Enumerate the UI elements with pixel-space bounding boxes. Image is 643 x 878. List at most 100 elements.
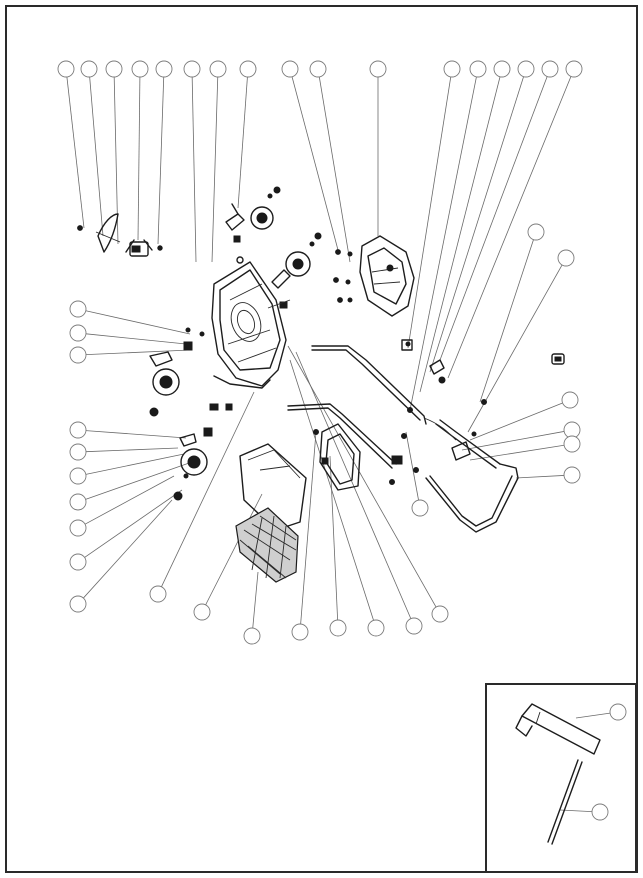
- callout-bubble: [493, 60, 511, 78]
- callout-bubble: [329, 619, 347, 637]
- callout-bubble: [563, 435, 581, 453]
- callout-bubble: [69, 421, 87, 439]
- callout-c35: [193, 493, 263, 621]
- leader-line: [318, 76, 351, 263]
- tommy-bar: [547, 759, 583, 845]
- callout-c24: [69, 300, 191, 335]
- callout-bubble: [69, 595, 87, 613]
- leader-line: [191, 76, 197, 263]
- callout-bubble: [527, 223, 545, 241]
- callout-bubble: [469, 60, 487, 78]
- callout-c3: [105, 60, 123, 245]
- leader-line: [409, 76, 477, 411]
- callout-c20: [469, 391, 579, 441]
- callout-c44: [559, 803, 609, 821]
- callout-bubble: [443, 60, 461, 78]
- leader-line: [85, 453, 185, 475]
- leader-line: [447, 76, 572, 379]
- front-wheel-lower: [173, 403, 233, 501]
- leader-line: [85, 310, 191, 335]
- callout-bubble: [69, 553, 87, 571]
- leader-line: [559, 809, 593, 813]
- callout-c43: [575, 703, 627, 721]
- leader-line: [66, 76, 85, 229]
- callout-c12: [407, 60, 461, 349]
- callout-c30: [69, 461, 193, 511]
- leader-line: [157, 76, 165, 245]
- leader-line: [84, 475, 175, 525]
- callout-bubble: [209, 60, 227, 78]
- callout-c17: [447, 60, 583, 379]
- leader-line: [300, 431, 317, 625]
- leader-line: [515, 475, 565, 479]
- callout-bubble: [69, 324, 87, 342]
- callout-bubble: [561, 391, 579, 409]
- leader-line: [429, 76, 524, 373]
- callout-c40: [295, 351, 423, 635]
- leader-line: [161, 391, 255, 587]
- leader-line: [329, 455, 339, 621]
- callout-bubble: [281, 60, 299, 78]
- callout-bubble: [557, 249, 575, 267]
- rear-flap: [313, 423, 361, 491]
- callout-c13: [409, 60, 487, 411]
- callout-c4: [131, 60, 149, 241]
- callout-c21: [461, 421, 581, 451]
- leader-line: [289, 359, 374, 621]
- grass-bag: [235, 507, 299, 583]
- callout-bubble: [243, 627, 261, 645]
- callout-bubble: [57, 60, 75, 78]
- callout-c18: [479, 223, 545, 403]
- callout-c42: [405, 431, 429, 517]
- callout-c6: [183, 60, 201, 263]
- callout-c28: [69, 443, 179, 461]
- leader-line: [295, 351, 412, 619]
- rear-wheel-right: [267, 232, 322, 309]
- callout-bubble: [591, 803, 609, 821]
- cable-clip: [551, 353, 565, 365]
- callout-c11: [369, 60, 387, 236]
- callout-bubble: [367, 619, 385, 637]
- callout-bubble: [69, 493, 87, 511]
- callout-c34: [149, 391, 255, 603]
- callout-c15: [429, 60, 535, 373]
- callout-c32: [69, 489, 183, 571]
- leader-line: [469, 444, 565, 461]
- callout-c23: [515, 466, 581, 484]
- callout-c7: [209, 60, 227, 263]
- handle-fasteners: [389, 339, 446, 485]
- callout-c9: [281, 60, 339, 251]
- mower-deck: [211, 261, 287, 389]
- callout-bubble: [411, 499, 429, 517]
- leader-line: [85, 447, 179, 453]
- leader-line: [467, 264, 563, 433]
- front-wheel-upper: [149, 327, 205, 417]
- leader-line: [405, 431, 419, 501]
- callout-layer: [57, 60, 627, 821]
- callout-bubble: [131, 60, 149, 78]
- leader-line: [469, 402, 563, 441]
- callout-c37: [291, 431, 317, 641]
- callout-bubble: [69, 467, 87, 485]
- callout-bubble: [69, 519, 87, 537]
- callout-bubble: [565, 60, 583, 78]
- callout-bubble: [405, 617, 423, 635]
- sheet-border: [5, 5, 638, 873]
- motor-assembly: [77, 213, 163, 257]
- callout-bubble: [541, 60, 559, 78]
- inset-frame: [485, 683, 637, 873]
- callout-c2: [80, 60, 104, 237]
- leader-line: [205, 493, 263, 606]
- callout-bubble: [155, 60, 173, 78]
- callout-c25: [69, 324, 187, 345]
- callout-bubble: [193, 603, 211, 621]
- callout-bubble: [291, 623, 309, 641]
- leader-line: [291, 76, 339, 251]
- callout-bubble: [609, 703, 627, 721]
- callout-c33: [69, 499, 173, 613]
- callout-bubble: [239, 60, 257, 78]
- leader-line: [252, 571, 259, 629]
- callout-bubble: [517, 60, 535, 78]
- leader-line: [419, 76, 501, 393]
- callout-bubble: [183, 60, 201, 78]
